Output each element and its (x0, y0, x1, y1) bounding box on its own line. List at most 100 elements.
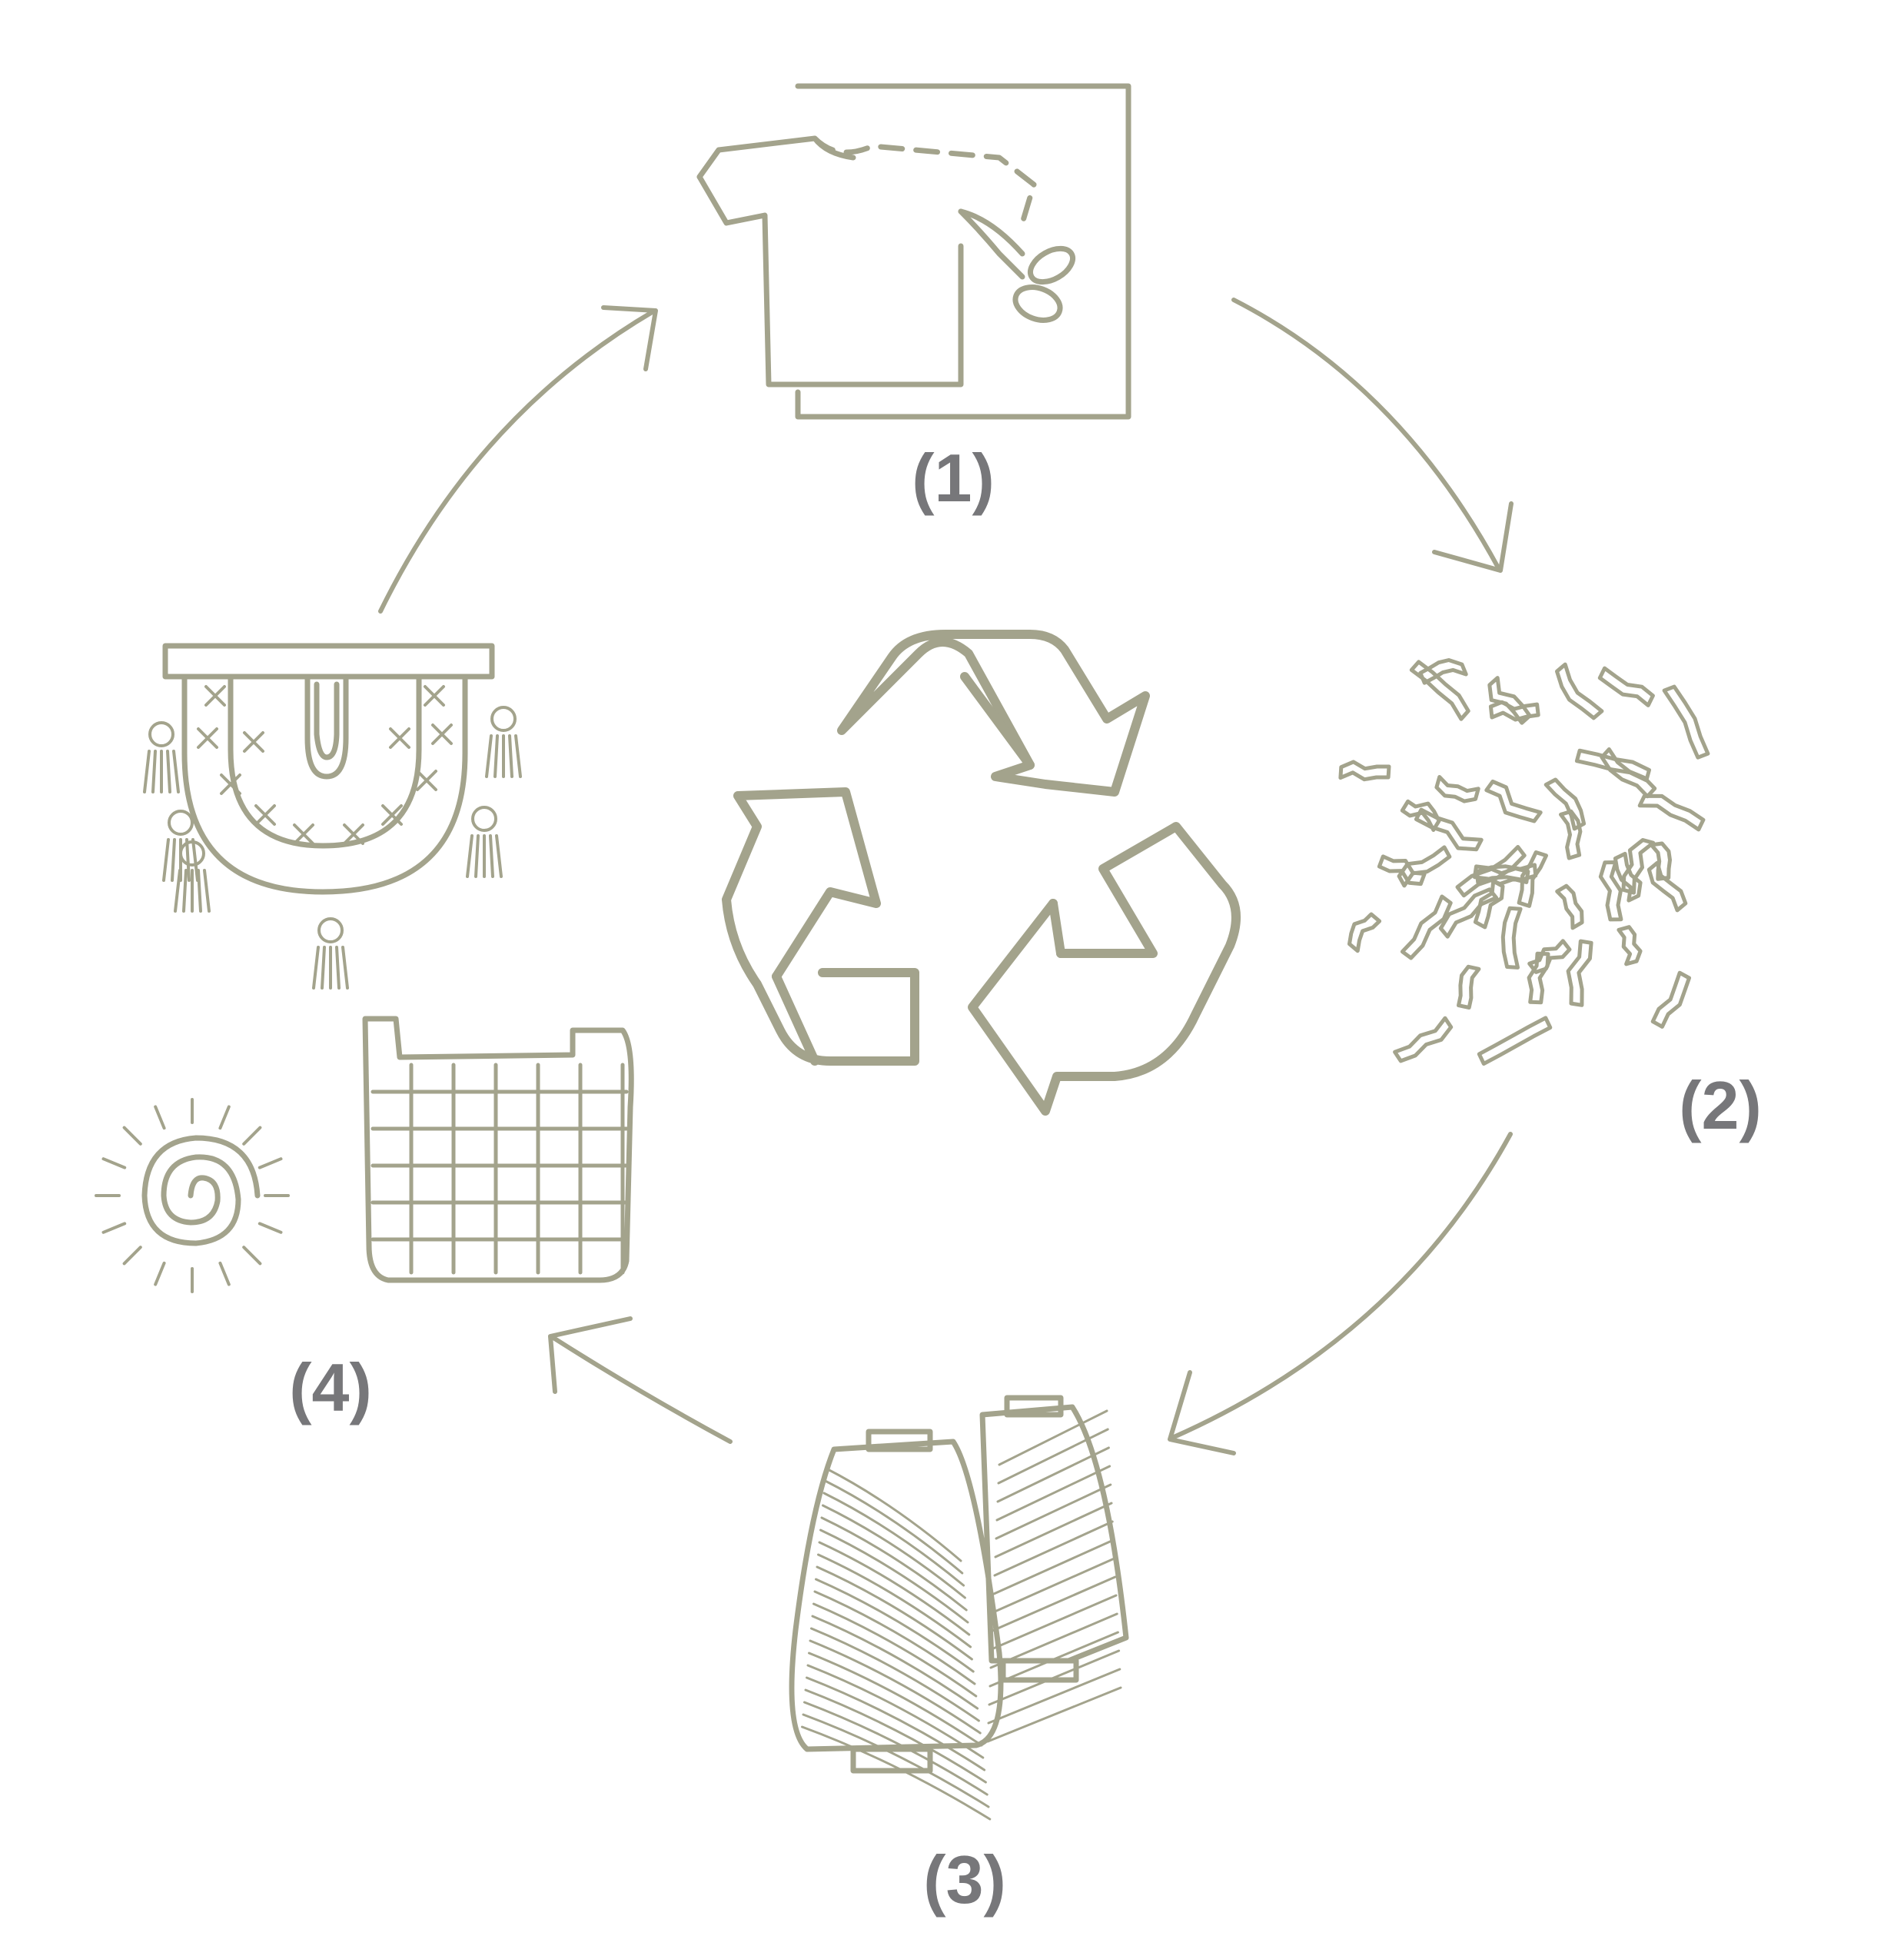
sun-ray (258, 1222, 283, 1234)
bag-weave-grid (370, 1063, 629, 1275)
fabric-scrap (1637, 793, 1706, 832)
yarn-line (806, 1664, 985, 1759)
woven-products-icon (141, 643, 634, 1283)
arrow-2-to-3-icon (1168, 1132, 1513, 1455)
yarn-line (997, 1428, 1109, 1485)
fabric-scrap (1475, 863, 1538, 884)
cross-stitch (431, 724, 453, 745)
yarn-line (803, 1701, 989, 1796)
yarn-cones-icon (789, 1395, 1129, 1774)
cross-stitch (381, 804, 403, 826)
yarn-line (996, 1446, 1110, 1503)
yarn-line (806, 1676, 986, 1771)
sun-ray (122, 1246, 142, 1266)
yarn-line (815, 1578, 975, 1673)
fabric-scrap (1617, 925, 1643, 966)
yarn-line (817, 1553, 972, 1648)
tassel-bead (317, 917, 344, 943)
cross-stitch (293, 823, 314, 845)
yarn-line (818, 1541, 971, 1636)
fabric-scrap (1621, 838, 1656, 895)
fabric-scrap (1555, 662, 1604, 720)
tassel-bead (179, 840, 205, 867)
sun-ray (242, 1246, 262, 1266)
tassel-thread (174, 869, 181, 913)
yarn-line (998, 1409, 1108, 1466)
tassel-thread (191, 838, 199, 882)
fabric-scrap (1438, 887, 1499, 939)
yarn-line (811, 1615, 979, 1710)
arrow-3-to-4-icon (548, 1316, 733, 1444)
yarn-line (989, 1612, 1118, 1669)
tassel-thread (474, 834, 480, 878)
tassel-thread (485, 734, 493, 778)
tassel-thread (495, 834, 503, 878)
cross-stitch (424, 685, 445, 707)
fabric-scrap (1559, 809, 1583, 860)
tassel-bead (490, 706, 517, 732)
cross-stitch (220, 773, 241, 795)
yarn-line (809, 1639, 982, 1735)
tassel-bead (168, 810, 194, 836)
fabric-scrap (1484, 779, 1543, 823)
yarn-line (802, 1713, 990, 1808)
cross-stitch (254, 804, 276, 826)
sun-icon (95, 1098, 290, 1293)
tassel-thread (466, 834, 474, 878)
tassel-thread (172, 750, 180, 793)
hanging-cross-stitch (197, 685, 453, 845)
yarn-line (995, 1465, 1111, 1522)
fabric-scrap (1650, 970, 1691, 1029)
fabric-scrap (1555, 883, 1584, 930)
sun-ray (154, 1105, 166, 1130)
yarn-line (989, 1631, 1119, 1688)
yarn-line (808, 1652, 983, 1747)
fabric-scrap (1662, 684, 1710, 760)
sun-ray (122, 1126, 142, 1146)
yarn-line (822, 1504, 966, 1599)
cross-stitch (416, 770, 437, 791)
yarn-winding-lines (801, 1409, 1122, 1821)
yarn-line (825, 1467, 962, 1562)
fabric-scrap (1418, 658, 1468, 685)
tassel-thread (203, 869, 211, 913)
fabric-scrap (1574, 748, 1651, 783)
fabric-scrap (1473, 879, 1505, 930)
fabric-scrap (1527, 939, 1572, 974)
tassel-thread (197, 869, 202, 913)
recycle-icon (722, 630, 1241, 1116)
tassel-thread (151, 750, 157, 793)
tassel-thread (514, 734, 522, 778)
fabric-scraps-icon (1338, 658, 1710, 1066)
yarn-line (992, 1557, 1116, 1614)
fabric-scrap (1400, 894, 1453, 960)
tassel-icons (143, 706, 522, 990)
fabric-scrap (1477, 1016, 1553, 1066)
fabric-scrap (1598, 860, 1623, 922)
arrow-4-to-1-icon (378, 305, 658, 614)
fabric-scrap (1338, 760, 1391, 782)
fabric-scrap (1434, 775, 1480, 803)
fabric-scrap (1566, 939, 1593, 1007)
step-label-3: (3) (923, 1841, 1006, 1918)
tassel-thread (182, 869, 188, 913)
tassel-thread (312, 946, 320, 990)
sun-ray (154, 1261, 166, 1286)
tassel-thread (185, 838, 191, 882)
fabric-scrap (1393, 1016, 1454, 1063)
tassel-bead (471, 806, 497, 832)
yarn-line (995, 1483, 1112, 1540)
yarn-line (819, 1529, 969, 1624)
tassel-thread (143, 750, 151, 793)
step-label-4: (4) (289, 1349, 372, 1425)
tassel-thread (335, 946, 341, 990)
cross-stitch (204, 685, 226, 707)
fabric-scrap (1613, 851, 1643, 903)
fabric-scrap (1517, 850, 1548, 908)
tassel-thread (508, 734, 513, 778)
sun-ray (242, 1126, 262, 1146)
yarn-line (993, 1520, 1114, 1577)
sun-ray (101, 1222, 127, 1234)
